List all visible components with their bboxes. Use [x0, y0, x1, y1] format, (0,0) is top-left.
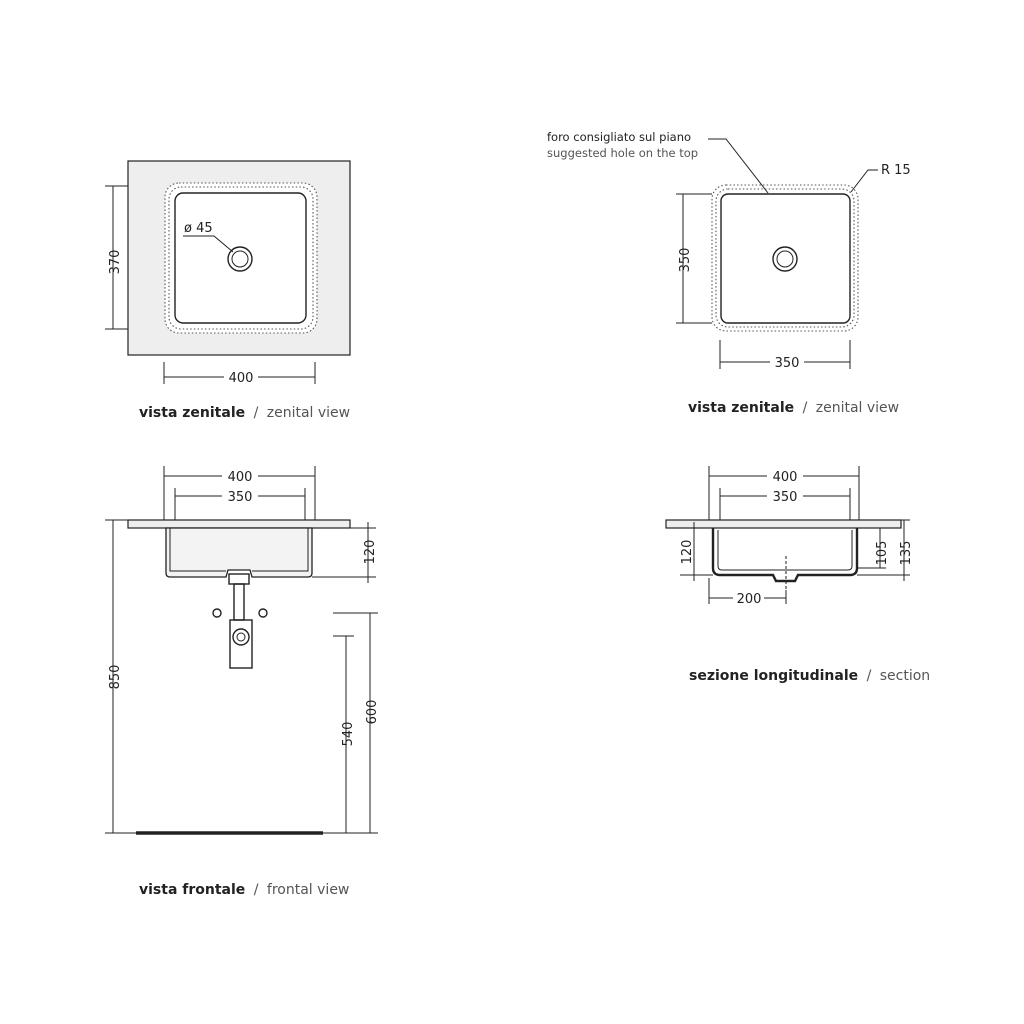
width-dim-label: 350 [775, 356, 800, 371]
drain-hole-inner [231, 250, 249, 268]
inner-width-label: 350 [228, 490, 253, 505]
drain-hole-outer [227, 246, 253, 272]
zenital-view-countertop: ø 45 370 400 vista zenitale / zenital vi… [105, 160, 351, 421]
siphon-cap-outer [232, 628, 250, 646]
caption-section: sezione longitudinale / section [689, 668, 930, 684]
drain-hole-inner [776, 250, 794, 268]
radius-leader-line [850, 169, 878, 193]
caption-zenital-countertop: vista zenitale / zenital view [139, 405, 350, 421]
caption-frontal: vista frontale / frontal view [139, 882, 349, 898]
note-leader-line [708, 138, 769, 194]
basin-inner-line-right [252, 528, 309, 572]
siphon-body [229, 619, 253, 669]
caption-zenital-basin: vista zenitale / zenital view [688, 400, 899, 416]
suggested-hole-outline [711, 184, 859, 332]
depth-dim-label: 350 [678, 248, 693, 273]
countertop-slab [127, 519, 351, 529]
recessed-hole-outline [164, 182, 318, 334]
zenital-view-basin: foro consigliato sul piano suggested hol… [547, 130, 911, 416]
basin-body [165, 527, 313, 578]
suggested-hole-outline-inner [715, 188, 855, 328]
left-height-label: 120 [680, 540, 695, 565]
basin-outline [174, 192, 307, 324]
outer-width-label: 400 [773, 470, 798, 485]
wall-fixing-right [258, 608, 268, 618]
drain-offset-label: 200 [737, 592, 762, 607]
inner-width-label: 350 [773, 490, 798, 505]
basin-height-label: 120 [363, 540, 378, 565]
total-height-label: 135 [899, 541, 914, 566]
total-height-label: 850 [108, 665, 123, 690]
recessed-hole-outline-inner [168, 186, 314, 330]
drain-hole-outer [772, 246, 798, 272]
inner-height-label: 105 [875, 541, 890, 566]
depth-dim-label: 370 [108, 250, 123, 275]
basin-top-outline [720, 193, 851, 324]
frontal-view: 400 350 850 120 540 [105, 466, 380, 898]
note-line-italian: foro consigliato sul piano [547, 130, 691, 144]
radius-label: R 15 [881, 163, 911, 178]
width-dim-label: 400 [229, 371, 254, 386]
dim-600-label: 600 [365, 700, 380, 725]
siphon-cap-inner [236, 632, 246, 642]
hole-leader-line [183, 235, 234, 253]
basin-section-wall [711, 528, 859, 583]
drain-pipe [233, 583, 245, 621]
hole-diameter-label: ø 45 [184, 221, 213, 236]
drain-fitting [228, 573, 250, 585]
dim-540-label: 540 [341, 722, 356, 747]
basin-section-inner [717, 530, 853, 571]
countertop-slab [665, 519, 902, 529]
basin-inner-line [169, 528, 226, 572]
wall-fixing-left [212, 608, 222, 618]
outer-width-label: 400 [228, 470, 253, 485]
note-line-english: suggested hole on the top [547, 146, 698, 160]
section-view: 400 350 120 105 135 200 sezione longitud… [665, 466, 930, 684]
